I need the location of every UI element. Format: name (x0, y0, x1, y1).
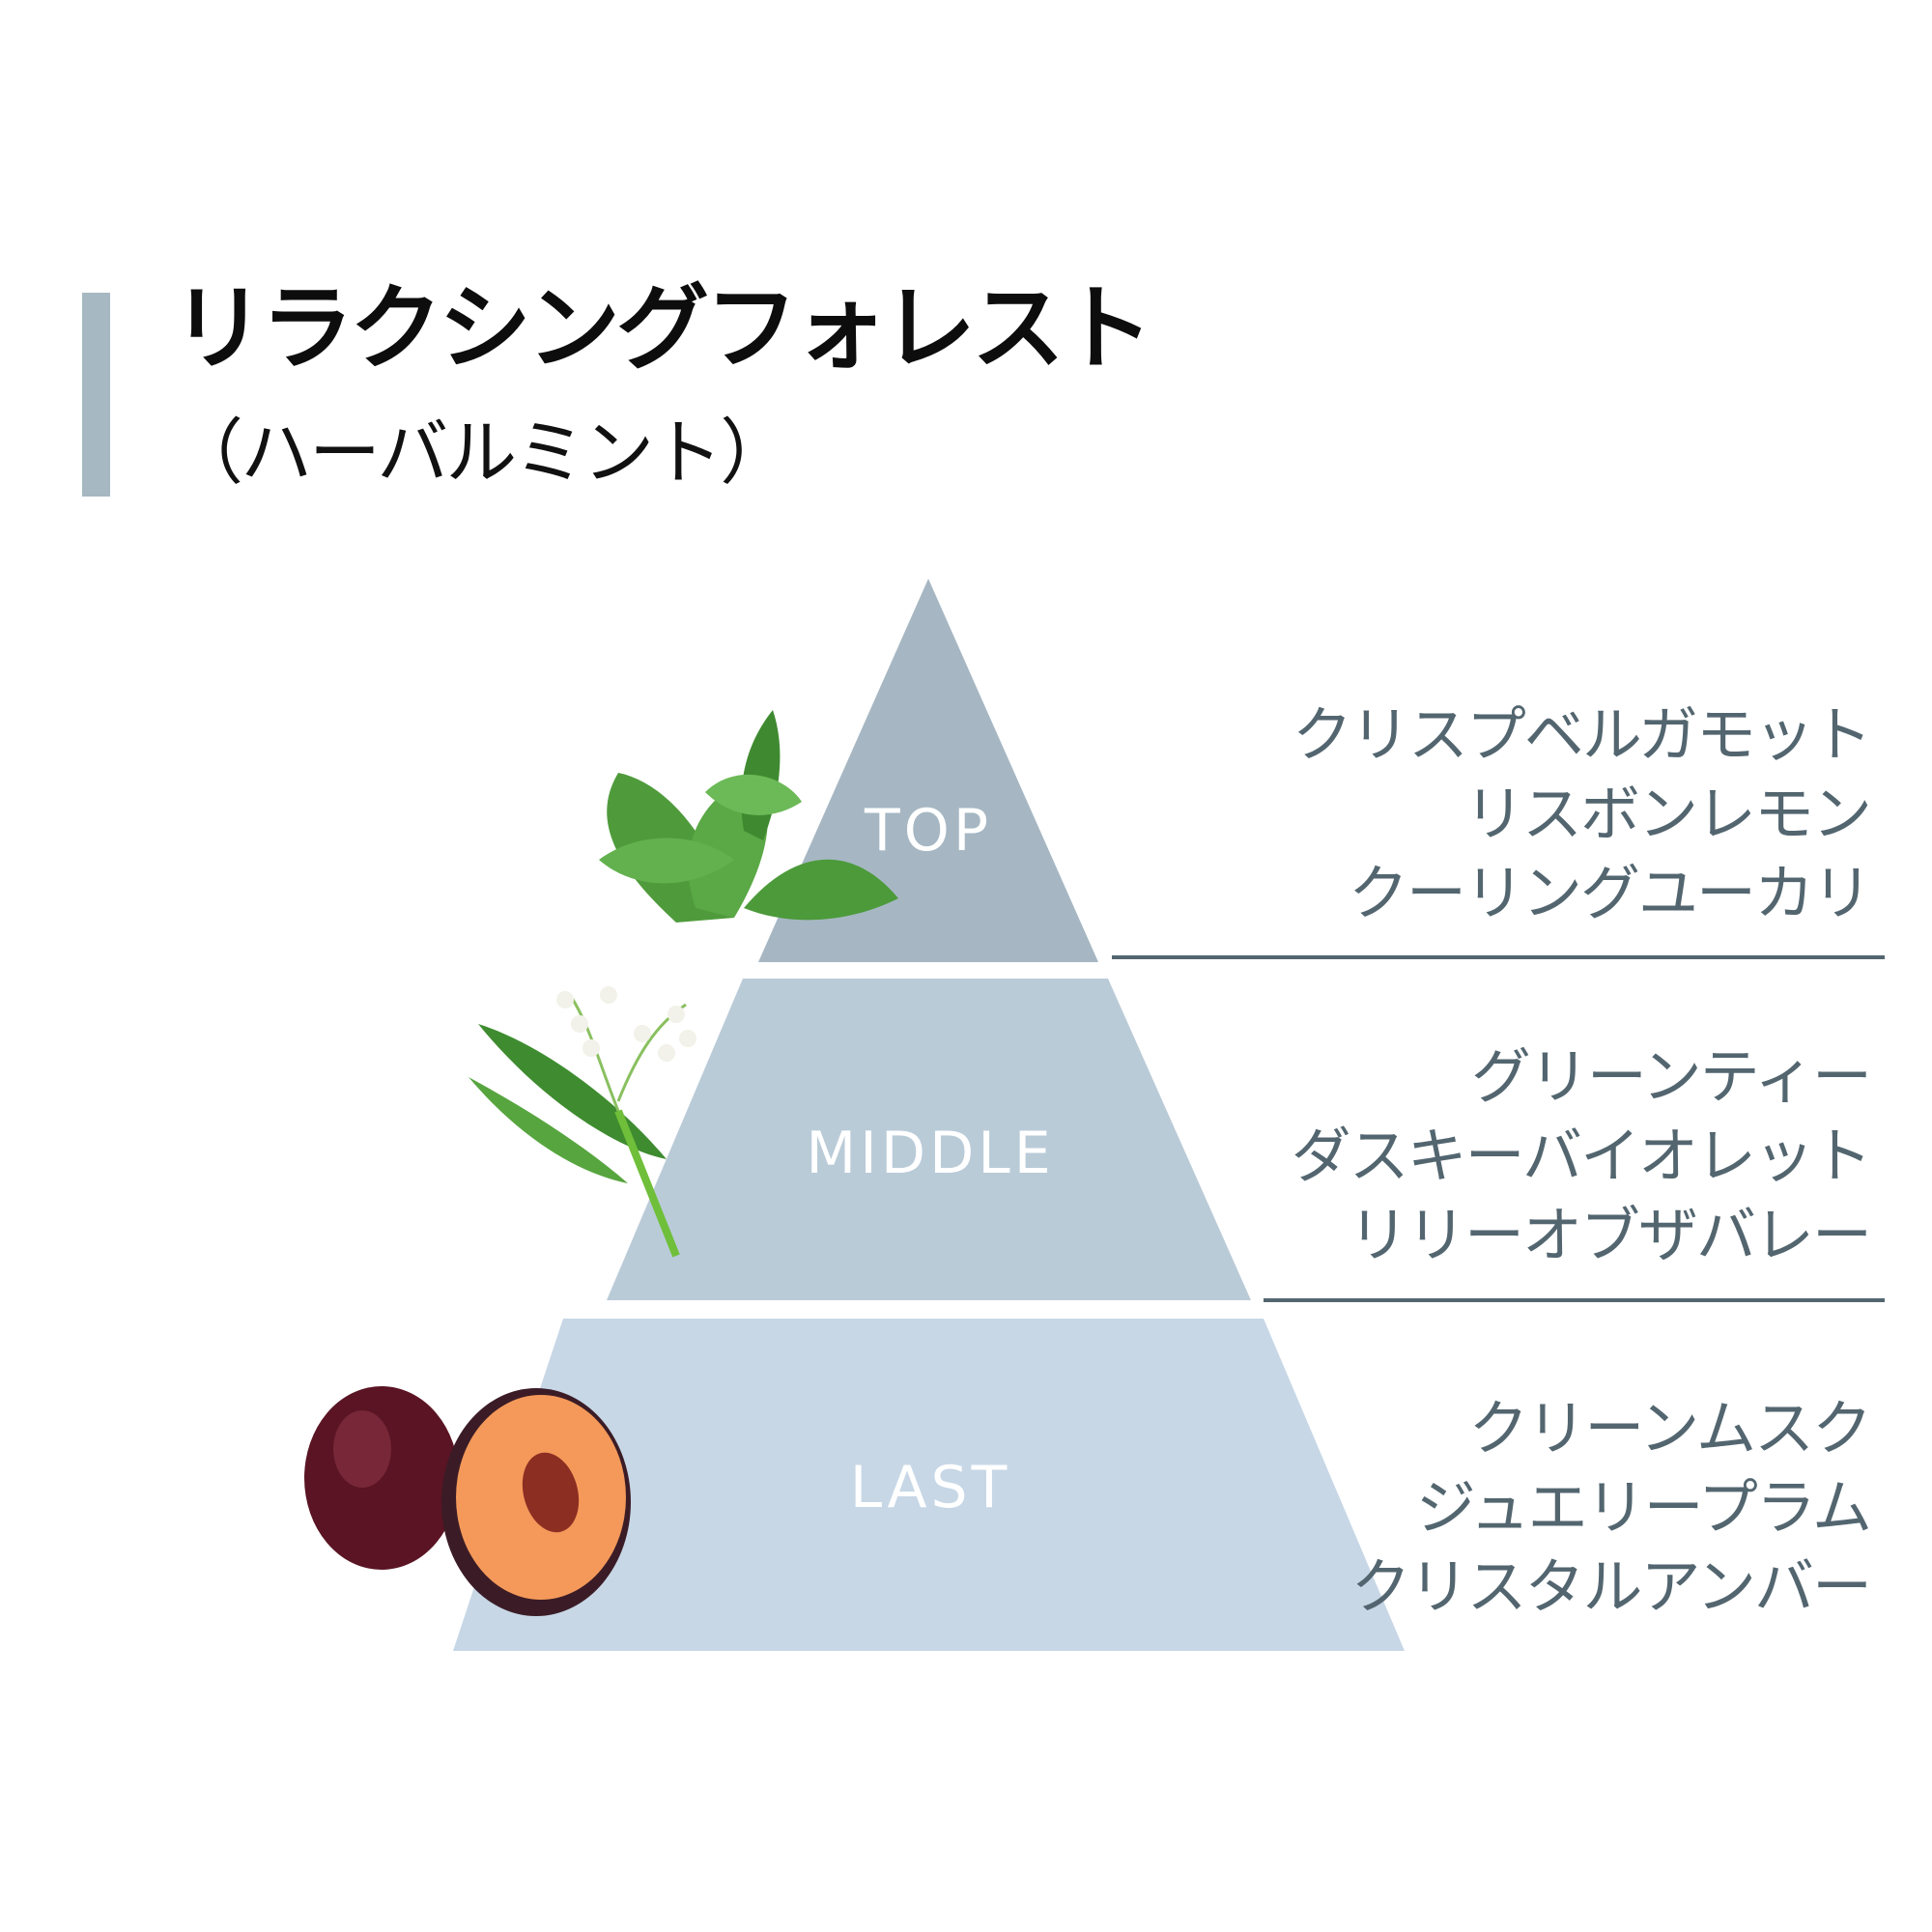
note-item: リスボンレモン (1463, 779, 1872, 849)
divider-top (1112, 955, 1885, 959)
tier-label-top: TOP (864, 797, 993, 865)
notes-middle: グリーンティー ダスキーバイオレット リリーオブザバレー (1291, 1037, 1872, 1275)
mint-leaves-icon (599, 710, 898, 923)
lily-of-the-valley-icon (469, 986, 696, 1258)
fragrance-subtitle: （ハーバルミント） (172, 412, 791, 495)
tier-label-last: LAST (849, 1454, 1011, 1521)
note-item: リリーオブザバレー (1348, 1200, 1872, 1270)
pyramid-tier-middle (607, 979, 1251, 1300)
notes-last: クリーンムスク ジュエリープラム クリスタルアンバー (1350, 1389, 1872, 1627)
note-item: グリーンティー (1470, 1041, 1872, 1112)
pyramid-tier-last (453, 1319, 1405, 1651)
note-item: クリーンムスク (1468, 1393, 1872, 1463)
note-item: クリスタルアンバー (1350, 1551, 1872, 1622)
plum-icon (304, 1386, 631, 1616)
note-item: ジュエリープラム (1415, 1472, 1872, 1543)
fragrance-title: リラクシングフォレスト (172, 274, 1153, 383)
note-item: ダスキーバイオレット (1291, 1121, 1872, 1191)
notes-top: クリスプベルガモット リスボンレモン クーリングユーカリ (1292, 696, 1872, 933)
divider-middle (1264, 1298, 1885, 1302)
note-item: クリスプベルガモット (1292, 699, 1872, 770)
title-accent-bar (82, 293, 110, 497)
note-item: クーリングユーカリ (1348, 858, 1872, 928)
tier-label-middle: MIDDLE (806, 1120, 1055, 1187)
